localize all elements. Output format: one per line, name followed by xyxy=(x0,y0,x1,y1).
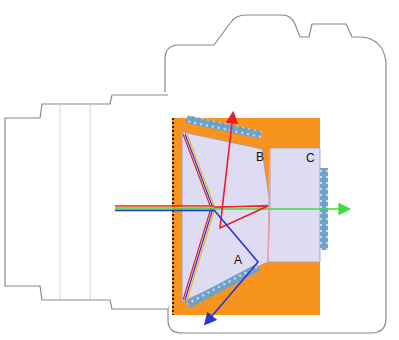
part-letter: B xyxy=(256,151,264,164)
sensor-bottom xyxy=(186,264,260,309)
mount-plane xyxy=(172,118,174,315)
part-letter: A xyxy=(234,254,242,267)
camera-body-outline xyxy=(165,15,386,333)
blue-ray xyxy=(206,210,258,323)
green-ray xyxy=(214,208,348,210)
red-ray xyxy=(214,114,268,228)
lens-outline xyxy=(5,95,168,309)
part-letter: C xyxy=(306,152,315,165)
prism-piece-c xyxy=(268,148,320,262)
sensor-top xyxy=(186,115,262,139)
lens-ring-lines xyxy=(60,104,90,300)
dichroic-face xyxy=(268,149,270,262)
